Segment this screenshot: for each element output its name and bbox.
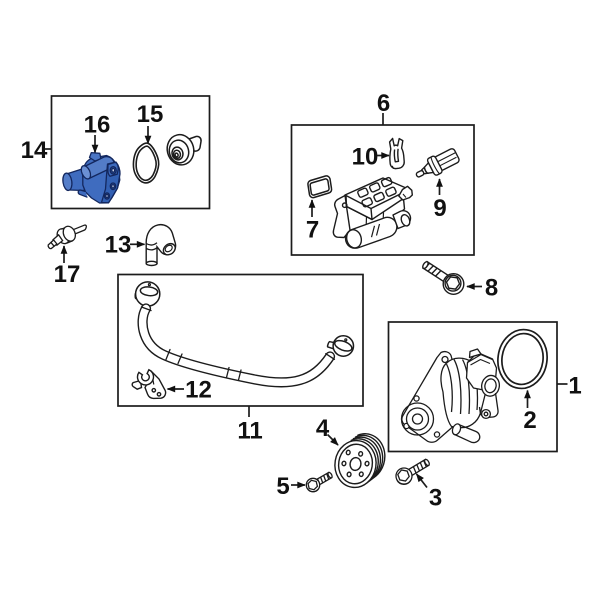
svg-text:6: 6 bbox=[377, 90, 390, 117]
svg-text:17: 17 bbox=[54, 261, 81, 288]
svg-text:11: 11 bbox=[237, 418, 262, 445]
svg-text:7: 7 bbox=[306, 217, 319, 244]
svg-text:3: 3 bbox=[429, 485, 442, 512]
svg-text:10: 10 bbox=[352, 144, 379, 171]
svg-text:16: 16 bbox=[84, 112, 111, 139]
svg-text:14: 14 bbox=[21, 137, 48, 164]
svg-text:13: 13 bbox=[105, 232, 132, 259]
svg-text:8: 8 bbox=[485, 275, 498, 302]
svg-text:12: 12 bbox=[185, 377, 212, 404]
svg-text:9: 9 bbox=[433, 195, 446, 222]
svg-text:1: 1 bbox=[568, 373, 581, 400]
svg-text:5: 5 bbox=[276, 473, 289, 500]
svg-text:2: 2 bbox=[523, 407, 536, 434]
svg-text:15: 15 bbox=[137, 101, 164, 128]
svg-text:4: 4 bbox=[316, 415, 330, 442]
